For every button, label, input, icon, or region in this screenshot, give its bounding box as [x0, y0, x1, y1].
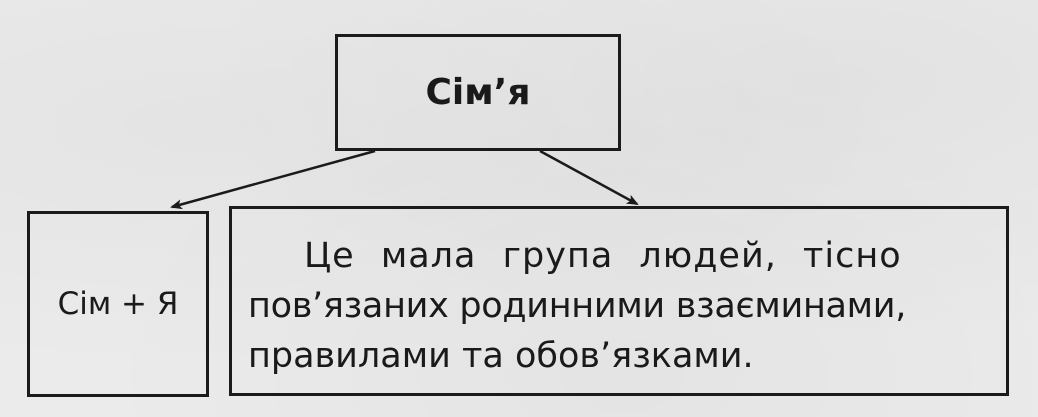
arrow-to-definition	[539, 149, 639, 206]
arrow-to-word-split	[170, 149, 376, 210]
root-node: Сім’я	[335, 34, 621, 151]
definition-node: Це мала група людей, тісно пов’язаних ро…	[229, 206, 1009, 396]
definition-line-3: правилами та обов’язками.	[248, 336, 754, 376]
definition-line-1: Це мала група людей, тісно	[304, 236, 902, 276]
definition-line-2: пов’язаних родинними взаєминами,	[248, 286, 907, 326]
definition-text: Це мала група людей, тісно пов’язаних ро…	[248, 231, 992, 381]
word-split-label: Сім + Я	[57, 286, 179, 322]
root-node-label: Сім’я	[425, 72, 531, 113]
word-split-node: Сім + Я	[27, 211, 209, 397]
